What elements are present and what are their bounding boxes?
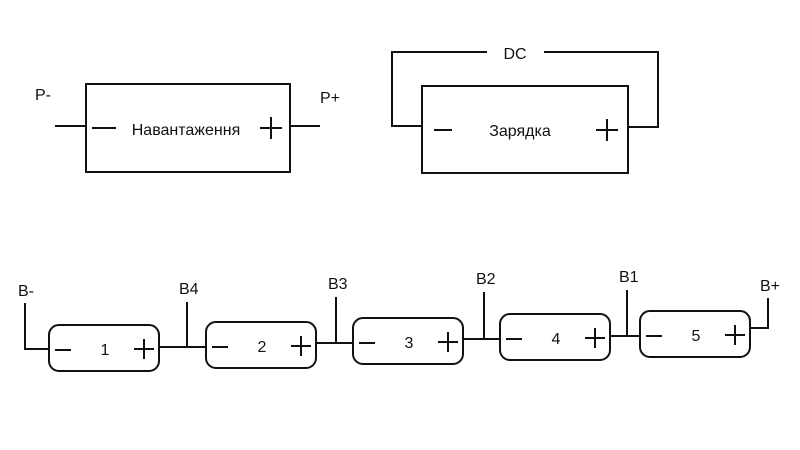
tap-label: B4 <box>179 281 199 298</box>
battery-cell: 5 <box>639 310 751 358</box>
b-plus-wire <box>750 298 769 329</box>
load-box <box>85 83 291 173</box>
plus-icon <box>596 119 618 141</box>
p-plus-label: P+ <box>320 90 340 107</box>
tap-label: B3 <box>328 276 348 293</box>
cell-box <box>639 310 751 358</box>
tap-label: B1 <box>619 269 639 286</box>
load-block: Навантаження P- P+ <box>35 83 340 173</box>
cell-label: 4 <box>552 331 561 348</box>
cell-label: 1 <box>101 342 110 359</box>
battery-cell: 2 <box>205 321 317 369</box>
b-minus-wire <box>24 303 49 350</box>
plus-icon <box>291 336 311 356</box>
battery-cell: 4 <box>499 313 611 361</box>
battery-cell: 1 <box>48 324 160 372</box>
charger-block: DC Зарядка <box>391 46 659 174</box>
plus-icon <box>438 332 458 352</box>
cell-box <box>352 317 464 365</box>
dc-wire-right <box>544 51 659 128</box>
plus-icon <box>134 339 154 359</box>
cell-box <box>205 321 317 369</box>
dc-wire-left <box>391 51 487 127</box>
charger-box <box>421 85 629 174</box>
p-minus-label: P- <box>35 87 51 104</box>
cell-label: 5 <box>692 328 701 345</box>
cell-label: 2 <box>258 339 267 356</box>
battery-cell: 3 <box>352 317 464 365</box>
cell-label: 3 <box>405 335 414 352</box>
plus-icon <box>725 325 745 345</box>
dc-label: DC <box>503 46 526 63</box>
load-label: Навантаження <box>132 122 241 139</box>
battery-string: B- B+ 1 B4 2 B3 3 B2 4 B1 5 <box>18 269 780 372</box>
plus-icon <box>585 328 605 348</box>
tap-label: B2 <box>476 271 496 288</box>
charger-label: Зарядка <box>489 123 551 140</box>
b-minus-label: B- <box>18 283 34 300</box>
plus-icon <box>260 117 282 139</box>
b-plus-label: B+ <box>760 278 780 295</box>
